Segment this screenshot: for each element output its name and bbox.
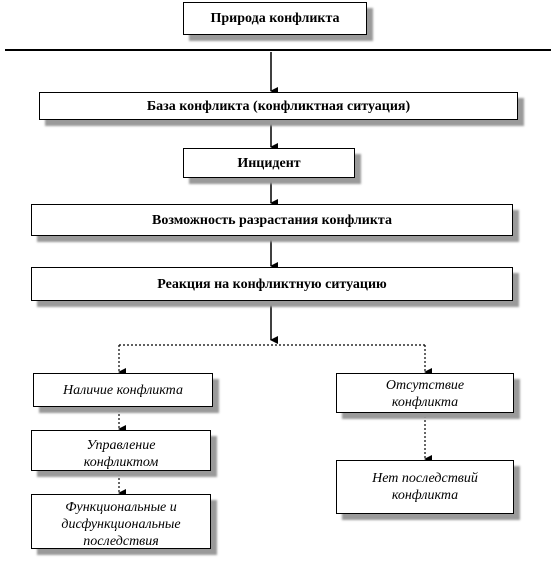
node-no-consequences-label: Нет последствий конфликта	[372, 471, 478, 503]
node-reaction-label: Реакция на конфликтную ситуацию	[157, 276, 387, 292]
node-absence: Отсутствие конфликта	[336, 373, 514, 413]
node-incident: Инцидент	[183, 148, 355, 178]
node-nature-label: Природа конфликта	[210, 11, 340, 26]
node-nature: Природа конфликта	[183, 2, 367, 35]
node-consequences: Функциональные и дисфункциональные после…	[31, 494, 211, 549]
node-consequences-label: Функциональные и дисфункциональные после…	[61, 500, 181, 549]
node-base-label: База конфликта (конфликтная ситуация)	[146, 98, 411, 114]
node-presence-label: Наличие конфликта	[63, 382, 183, 398]
node-escalation: Возможность разрастания конфликта	[31, 204, 513, 236]
node-reaction: Реакция на конфликтную ситуацию	[31, 267, 513, 301]
node-escalation-label: Возможность разрастания конфликта	[152, 212, 392, 228]
node-presence: Наличие конфликта	[33, 373, 213, 407]
node-incident-label: Инцидент	[237, 155, 301, 171]
node-absence-label: Отсутствие конфликта	[385, 378, 465, 410]
node-management: Управление конфликтом	[31, 430, 211, 471]
node-no-consequences: Нет последствий конфликта	[336, 460, 514, 514]
node-management-label: Управление конфликтом	[83, 438, 159, 470]
node-base: База конфликта (конфликтная ситуация)	[39, 92, 518, 120]
